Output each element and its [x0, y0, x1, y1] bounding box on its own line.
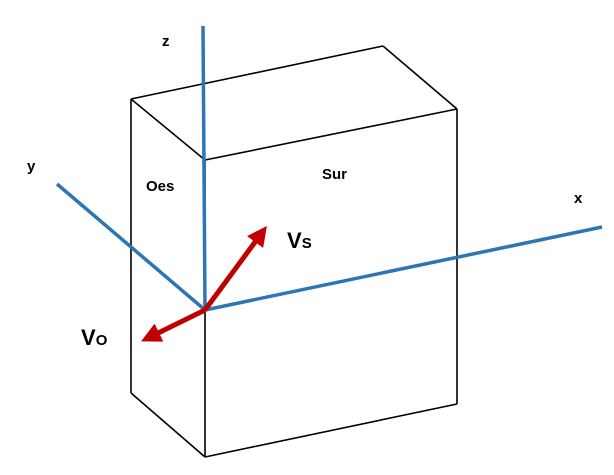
- box-edge: [130, 392, 206, 458]
- axes: [55, 25, 603, 312]
- x-axis-label: x: [574, 190, 583, 207]
- box-edge: [382, 45, 458, 110]
- y-axis-label: y: [27, 158, 36, 175]
- box-edge: [204, 108, 458, 161]
- vo-label-main: V: [81, 325, 96, 350]
- vs-arrow: [202, 225, 267, 312]
- box-edge: [130, 45, 384, 100]
- vs-label-main: V: [287, 228, 302, 253]
- vo-label-sub: O: [96, 332, 108, 349]
- vs-label: VS: [287, 228, 312, 253]
- x-axis: [204, 225, 603, 312]
- vo-label: VO: [81, 325, 108, 350]
- box-edge: [130, 98, 206, 161]
- box-edge: [204, 403, 458, 458]
- south-face-label: Sur: [322, 166, 347, 183]
- z-axis: [201, 25, 207, 311]
- west-face-label: Oes: [146, 178, 174, 195]
- vo-arrow: [141, 307, 207, 342]
- z-axis-label: z: [162, 33, 170, 50]
- y-axis: [55, 182, 207, 312]
- vs-label-sub: S: [302, 235, 312, 252]
- vectors: [141, 225, 267, 342]
